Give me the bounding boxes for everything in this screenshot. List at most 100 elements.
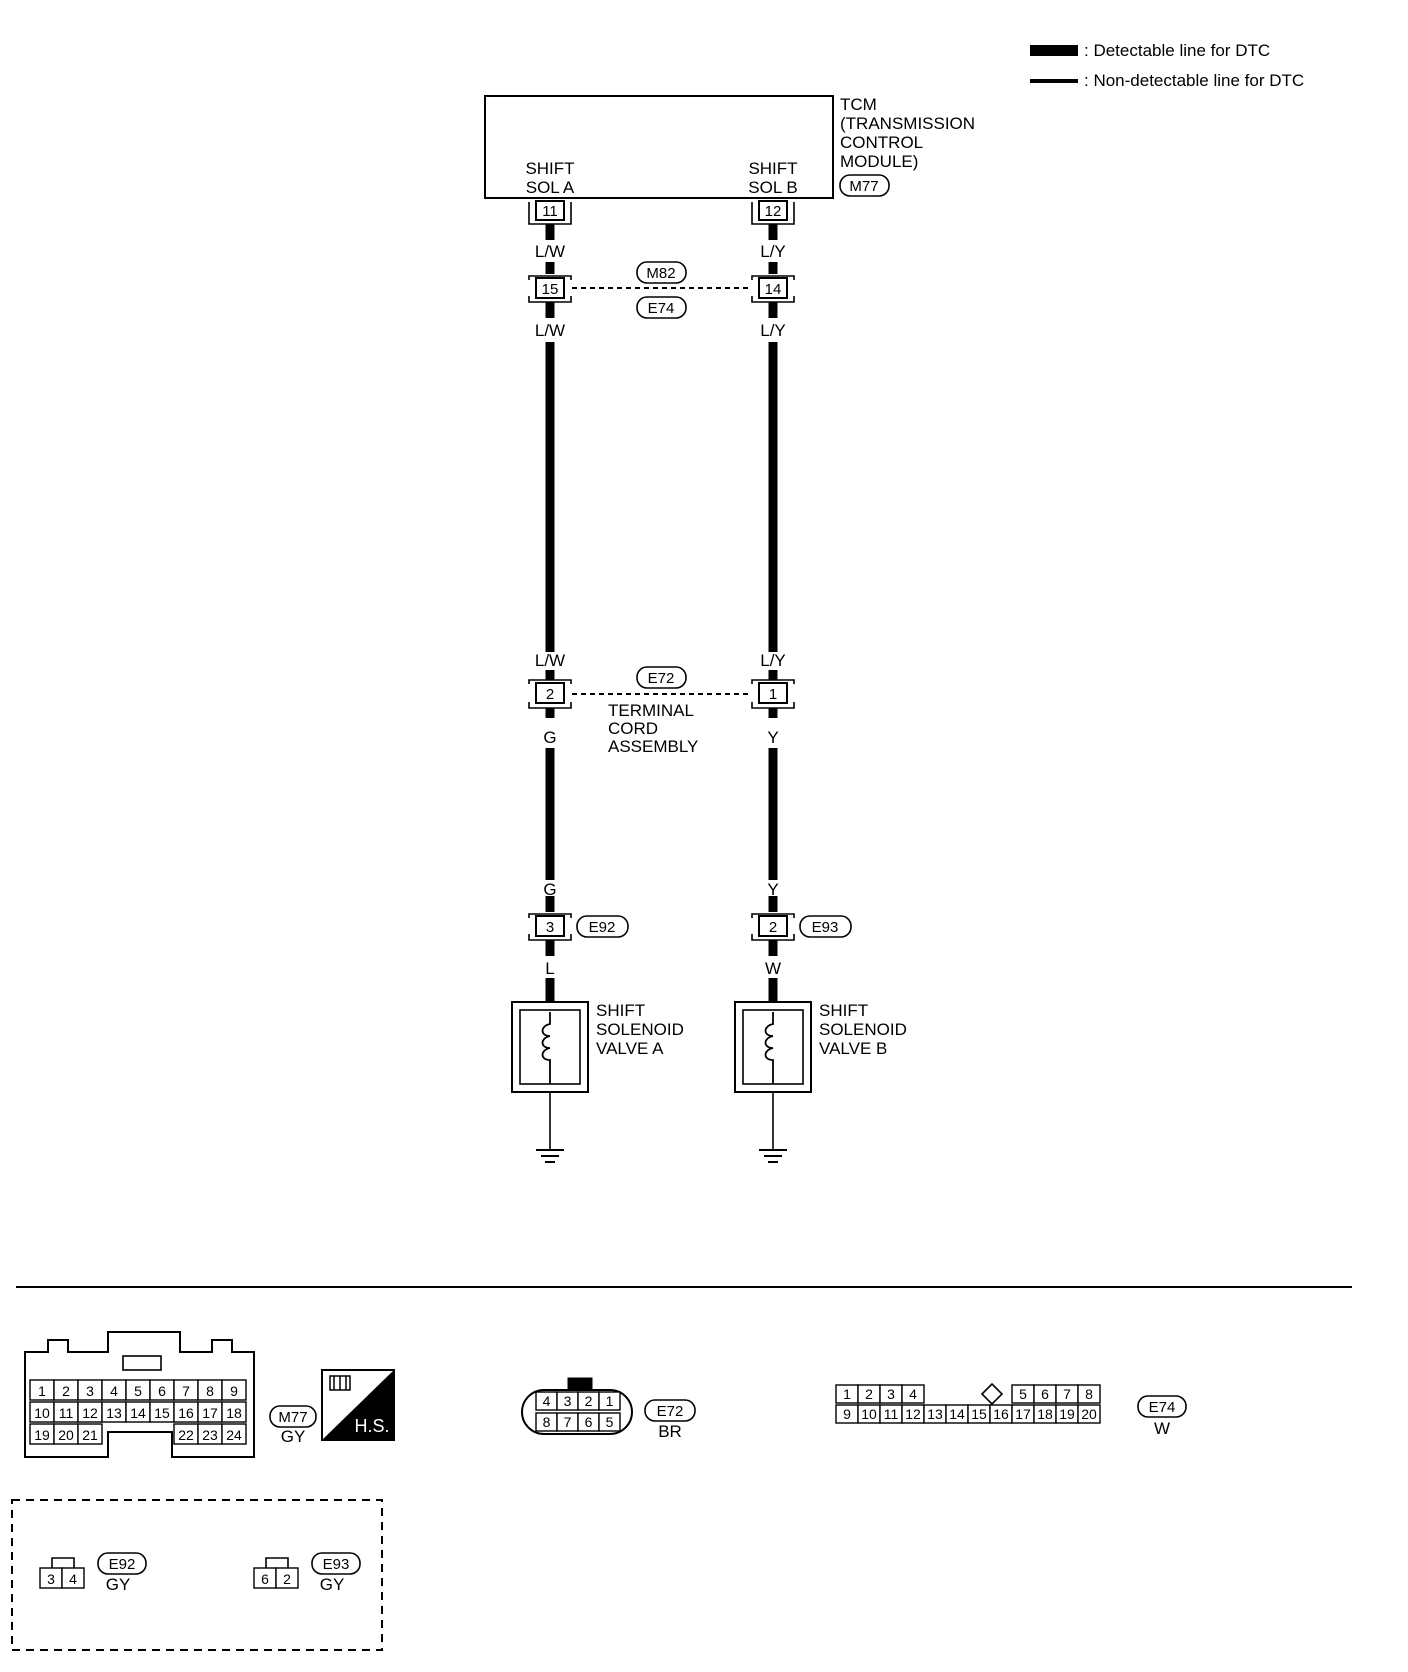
m77-pin-18-label: 18: [226, 1405, 242, 1421]
joint-e72-id: E72: [648, 670, 675, 687]
m77-pin-15-label: 15: [154, 1405, 170, 1421]
e74-pin-8: [1077, 1384, 1101, 1404]
e93-pin-2-label: 2: [283, 1571, 291, 1587]
tcm-box: [484, 95, 834, 199]
sol-connector-a: 3 E92: [528, 913, 629, 941]
e74-pin-20-label: 20: [1081, 1406, 1097, 1422]
hs-label: H.S.: [354, 1416, 389, 1436]
e74-pin-8-label: 8: [1085, 1386, 1093, 1402]
wire-a-top-label: L/W: [535, 242, 565, 261]
e74-pin-18-label: 18: [1037, 1406, 1053, 1422]
e92-pin-3-label: 3: [47, 1571, 55, 1587]
solenoid-a-label-2: SOLENOID: [596, 1020, 684, 1039]
tcm-sol-b-label-2: SOL B: [748, 178, 797, 197]
m77-pin-18: [221, 1401, 247, 1423]
e74-pin-17-label: 17: [1015, 1406, 1031, 1422]
tcm-title-line4: MODULE): [840, 152, 918, 171]
m77-pin-20-label: 20: [58, 1427, 74, 1443]
svg-text:3: 3: [546, 919, 554, 936]
e93-id: E93: [323, 1556, 350, 1573]
tcm-sol-a-label: SHIFT: [525, 159, 574, 178]
e92-id: E92: [109, 1556, 136, 1573]
e72-pin-5: [598, 1412, 621, 1432]
svg-text:11: 11: [542, 203, 558, 220]
m77-id: M77: [278, 1409, 307, 1426]
e72-pin-4-label: 4: [543, 1393, 551, 1409]
m77-color: GY: [281, 1427, 306, 1446]
wire-b-top-label: L/Y: [760, 242, 786, 261]
e72-pin-5-label: 5: [606, 1414, 614, 1430]
e72-pin-2-label: 2: [585, 1393, 593, 1409]
coil-b-icon: [764, 1012, 774, 1084]
e74-pin-19-label: 19: [1059, 1406, 1075, 1422]
e93-pin-6-label: 6: [261, 1571, 269, 1587]
tcm-connector-id: M77: [849, 178, 878, 195]
e93-pin-2: [275, 1567, 299, 1589]
legend-detectable-swatch: [1030, 45, 1078, 56]
svg-text:15: 15: [542, 281, 559, 298]
sol-connector-a-id: E92: [589, 919, 616, 936]
legend-detectable-label: : Detectable line for DTC: [1084, 41, 1270, 60]
svg-text:2: 2: [769, 919, 777, 936]
e74-pin-14-label: 14: [949, 1406, 965, 1422]
e74-pin-5-label: 5: [1019, 1386, 1027, 1402]
legend-non-detectable-swatch: [1030, 79, 1078, 83]
e72-pin-6-label: 6: [585, 1414, 593, 1430]
solenoid-b-label: SHIFT: [819, 1001, 868, 1020]
wire-b-upper-sol-label: Y: [767, 880, 778, 899]
e74-pin-3-label: 3: [887, 1386, 895, 1402]
m77-pin-19-label: 19: [34, 1427, 50, 1443]
sol-connector-b-id: E93: [812, 919, 839, 936]
tcm-block: TCM (TRANSMISSION CONTROL MODULE) M77 SH…: [484, 95, 975, 199]
svg-text:14: 14: [765, 281, 782, 298]
svg-text:1: 1: [769, 686, 777, 703]
sol-connector-b: 2 E93: [751, 913, 852, 941]
m77-pin-8-label: 8: [206, 1383, 214, 1399]
solenoid-a-label-3: VALVE A: [596, 1039, 664, 1058]
m77-pin-23-label: 23: [202, 1427, 218, 1443]
joint-m82-pin-a: [535, 277, 565, 299]
legend: : Detectable line for DTC : Non-detectab…: [1030, 41, 1304, 90]
m77-pin-3-label: 3: [86, 1383, 94, 1399]
joint-e72-pin-a: [535, 682, 565, 704]
joint-e72-label-3: ASSEMBLY: [608, 737, 698, 756]
m77-pin-11-label: 11: [59, 1405, 74, 1421]
m77-pin-1-label: 1: [38, 1383, 46, 1399]
e74-pin-9-label: 9: [843, 1406, 851, 1422]
m77-pin-2-label: 2: [62, 1383, 70, 1399]
m77-pin-13-label: 13: [106, 1405, 122, 1421]
ground-a-icon: [536, 1149, 564, 1163]
m77-pin-7-label: 7: [182, 1383, 190, 1399]
wire-labels: L/W L/Y L/W L/Y L/W L/Y G Y G Y L W: [535, 242, 786, 978]
joint-m82-pin-b: [758, 277, 788, 299]
e74-pin-12-label: 12: [905, 1406, 921, 1422]
m77-pin-21: [77, 1423, 103, 1445]
e74-color: W: [1154, 1419, 1170, 1438]
m77-pin-10-label: 10: [34, 1405, 50, 1421]
e72-color: BR: [658, 1422, 682, 1441]
wire-a-mid-label: L/W: [535, 321, 565, 340]
e74-pin-11-label: 11: [884, 1406, 899, 1422]
wire-b-lower-e72-label: Y: [767, 728, 778, 747]
e92-color: GY: [106, 1575, 131, 1594]
m77-pin-4-label: 4: [110, 1383, 118, 1399]
tcm-sol-b-label: SHIFT: [748, 159, 797, 178]
e72-id: E72: [657, 1403, 684, 1420]
ground-b-icon: [759, 1149, 787, 1163]
m77-pin-9: [221, 1379, 247, 1401]
e74-pin-4-label: 4: [909, 1386, 917, 1402]
joint-e72: 2 1 E72 TERMINAL CORD ASSEMBLY: [528, 666, 795, 756]
solenoid-b: SHIFT SOLENOID VALVE B: [734, 1001, 907, 1163]
e74-pin-2-label: 2: [865, 1386, 873, 1402]
e74-pin-6-label: 6: [1041, 1386, 1049, 1402]
e92-pin-4: [61, 1567, 85, 1589]
m77-pin-16-label: 16: [178, 1405, 194, 1421]
e74-pin-13-label: 13: [927, 1406, 943, 1422]
wire-a-lower-e72-label: G: [543, 728, 556, 747]
wire-b-mid-label: L/Y: [760, 321, 786, 340]
